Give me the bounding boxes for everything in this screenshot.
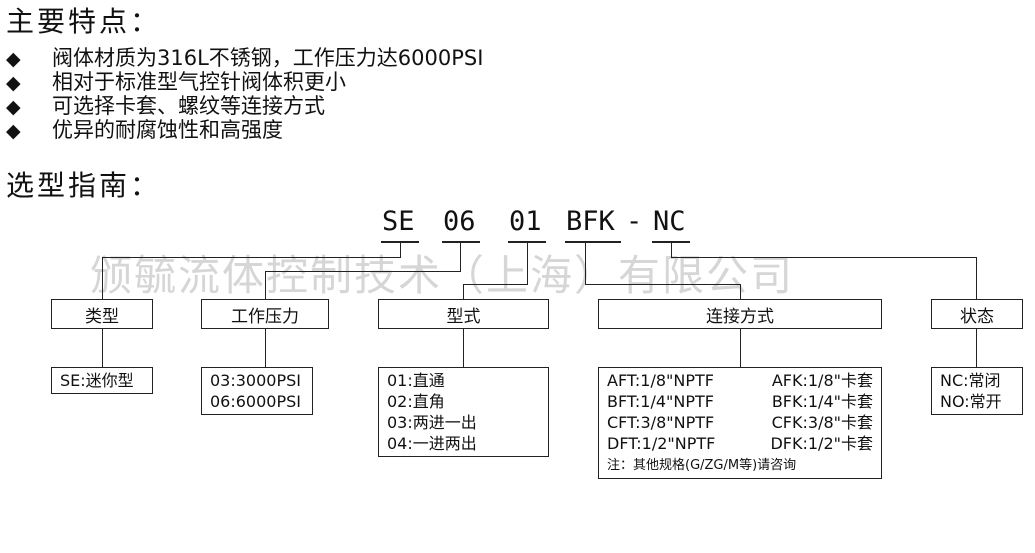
connector-line <box>671 241 672 258</box>
options-pressure: 03:3000PSI 06:6000PSI <box>201 367 313 415</box>
connector-line <box>463 284 528 285</box>
options-state: NC:常闭 NO:常开 <box>931 367 1023 415</box>
connector-line <box>102 257 401 258</box>
connector-line <box>671 257 977 258</box>
connector-line <box>585 284 741 285</box>
connector-line <box>102 328 103 367</box>
connection-row: DFT:1/2"NPTF DFK:1/2"卡套 <box>607 433 873 454</box>
code-part-dash: - <box>626 206 643 237</box>
connector-line <box>527 241 528 285</box>
diamond-bullet-icon: ◆ <box>6 48 21 70</box>
code-part-connection: BFK <box>566 206 615 237</box>
category-pressure: 工作压力 <box>201 299 329 329</box>
option-text: 01:直通 <box>387 371 445 390</box>
option-text: 06:6000PSI <box>210 392 301 411</box>
feature-item: ◆ 阀体材质为316L不锈钢，工作压力达6000PSI <box>6 48 483 69</box>
connector-line <box>585 241 586 285</box>
option-text: 04:一进两出 <box>387 434 477 453</box>
option-text: 03:两进一出 <box>387 413 477 432</box>
option-text: CFT:3/8"NPTF <box>607 413 715 432</box>
diamond-bullet-icon: ◆ <box>6 72 21 94</box>
connector-line <box>400 241 401 258</box>
connector-line <box>463 328 464 367</box>
guide-heading: 选型指南： <box>6 169 162 202</box>
feature-item: ◆ 优异的耐腐蚀性和高强度 <box>6 120 283 141</box>
connection-row: BFT:1/4"NPTF BFK:1/4"卡套 <box>607 391 873 412</box>
connector-line <box>740 284 741 299</box>
connector-line <box>976 257 977 299</box>
feature-text: 阀体材质为316L不锈钢，工作压力达6000PSI <box>52 46 484 70</box>
connector-line <box>102 257 103 299</box>
connector-line <box>265 271 266 299</box>
category-connection: 连接方式 <box>598 299 882 329</box>
option-text: SE:迷你型 <box>60 371 134 390</box>
connector-line <box>976 328 977 367</box>
code-underline <box>565 241 621 243</box>
category-state: 状态 <box>931 299 1023 329</box>
option-text: AFK:1/8"卡套 <box>771 371 873 390</box>
diamond-bullet-icon: ◆ <box>6 120 21 142</box>
option-text: 02:直角 <box>387 392 445 411</box>
option-text: BFT:1/4"NPTF <box>607 392 715 411</box>
connector-line <box>265 271 461 272</box>
category-type: 类型 <box>51 299 153 329</box>
option-text: NO:常开 <box>940 392 1002 411</box>
connection-note: 注：其他规格(G/ZG/M等)请咨询 <box>607 458 797 473</box>
options-type: SE:迷你型 <box>51 367 153 394</box>
option-text: DFT:1/2"NPTF <box>607 434 716 453</box>
option-text: NC:常闭 <box>940 371 1001 390</box>
option-text: DFK:1/2"卡套 <box>770 434 873 453</box>
diamond-bullet-icon: ◆ <box>6 96 21 118</box>
code-part-style: 01 <box>509 206 542 237</box>
code-part-state: NC <box>653 206 686 237</box>
option-text: BFK:1/4"卡套 <box>771 392 873 411</box>
feature-text: 可选择卡套、螺纹等连接方式 <box>52 94 325 118</box>
feature-text: 优异的耐腐蚀性和高强度 <box>52 118 283 142</box>
company-watermark: 颁毓流体控制技术（上海）有限公司 <box>90 251 795 300</box>
code-part-series: SE <box>382 206 415 237</box>
option-text: 03:3000PSI <box>210 371 301 390</box>
category-style: 型式 <box>378 299 549 329</box>
connection-row: CFT:3/8"NPTF CFK:3/8"卡套 <box>607 412 873 433</box>
code-part-pressure: 06 <box>443 206 476 237</box>
option-text: CFK:3/8"卡套 <box>771 413 873 432</box>
connector-line <box>460 241 461 272</box>
options-style: 01:直通 02:直角 03:两进一出 04:一进两出 <box>378 367 549 457</box>
feature-item: ◆ 可选择卡套、螺纹等连接方式 <box>6 96 325 117</box>
connector-line <box>740 328 741 367</box>
connection-row: AFT:1/8"NPTF AFK:1/8"卡套 <box>607 370 873 391</box>
features-heading: 主要特点： <box>6 5 162 38</box>
feature-text: 相对于标准型气控针阀体积更小 <box>52 70 346 94</box>
option-text: AFT:1/8"NPTF <box>607 371 714 390</box>
options-connection: AFT:1/8"NPTF AFK:1/8"卡套 BFT:1/4"NPTF BFK… <box>598 367 882 479</box>
feature-item: ◆ 相对于标准型气控针阀体积更小 <box>6 72 346 93</box>
connector-line <box>265 328 266 367</box>
connector-line <box>463 284 464 299</box>
code-underline <box>442 241 480 243</box>
